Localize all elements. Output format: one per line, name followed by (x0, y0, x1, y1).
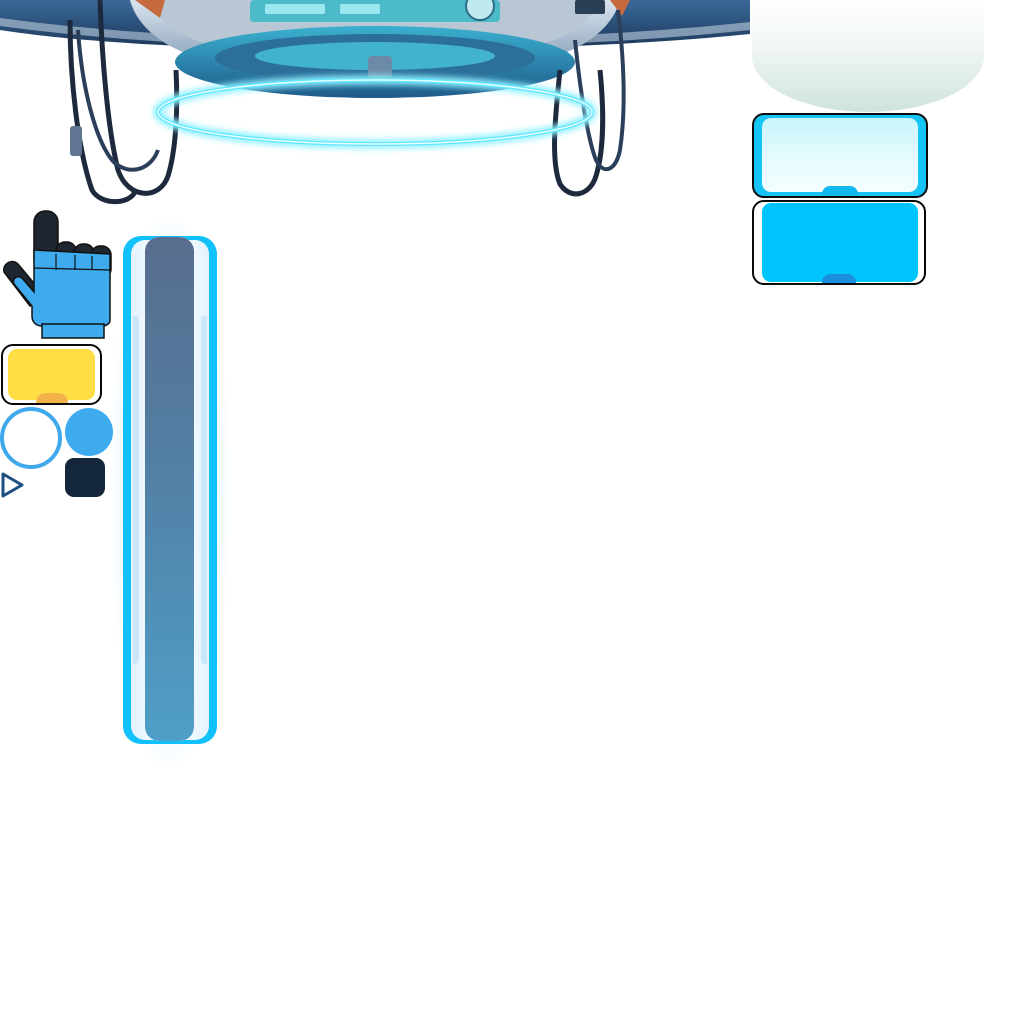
solid-blue-button-notch (822, 274, 856, 283)
tube-track (145, 237, 194, 741)
light-blue-button[interactable] (752, 113, 928, 198)
glow-panel-icon (752, 0, 984, 112)
solid-blue-button[interactable] (752, 200, 926, 285)
solid-blue-button-face (762, 203, 918, 282)
light-blue-button-face (762, 118, 918, 192)
yellow-button[interactable] (1, 344, 102, 405)
tube-ridge-left (133, 316, 139, 664)
tube-ridge-right (201, 316, 207, 664)
tube-fill (145, 237, 194, 741)
yellow-button-face (8, 349, 95, 400)
pointing-hand-icon (3, 210, 112, 339)
ufo-hover-beam-icon (0, 0, 750, 205)
circle-filled-icon[interactable] (65, 408, 113, 456)
circle-outline-icon[interactable] (0, 407, 62, 469)
dark-square-icon (65, 458, 105, 497)
play-arrow-icon[interactable] (0, 470, 26, 500)
light-blue-button-notch (822, 186, 858, 196)
yellow-button-notch (36, 393, 68, 403)
